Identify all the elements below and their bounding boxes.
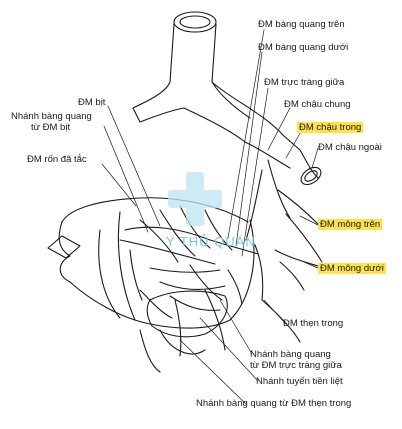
label-bang-quang-duoi: ĐM bàng quang dưới <box>258 42 348 53</box>
label-dm-bit: ĐM bịt <box>78 97 105 108</box>
label-mong-tren: ĐM mông trên <box>318 219 382 230</box>
label-nhanh-bq-bit-1: Nhánh bàng quang <box>11 111 92 122</box>
label-bang-quang-tren: ĐM bàng quang trên <box>258 19 345 30</box>
label-chau-trong: ĐM chậu trong <box>297 122 363 133</box>
label-chau-ngoai: ĐM chậu ngoài <box>318 142 382 153</box>
watermark-cross-icon <box>166 170 224 228</box>
label-nhanh-bq-bit-2: từ ĐM bịt <box>31 122 70 133</box>
label-nhanh-bq-then: Nhánh bàng quang từ ĐM thẹn trong <box>196 398 351 409</box>
label-ron-da-tac: ĐM rốn đã tắc <box>27 154 87 165</box>
label-tuyen-tien-liet: Nhánh tuyến tiền liệt <box>256 376 343 387</box>
label-truc-trang-giua: ĐM trực tràng giữa <box>264 77 344 88</box>
label-chau-chung: ĐM chậu chung <box>284 99 351 110</box>
label-mong-duoi: ĐM mông dưới <box>318 263 386 274</box>
label-nhanh-bq-tt-2: từ ĐM trực tràng giữa <box>250 360 342 371</box>
aorta-vessel <box>133 12 250 142</box>
label-nhanh-bq-tt-1: Nhánh bàng quang <box>250 349 331 360</box>
common-iliac-vessel <box>212 82 324 188</box>
label-then-trong: ĐM thẹn trong <box>283 318 343 329</box>
internal-iliac-branches <box>246 160 322 342</box>
watermark-text: Y THỦ QUÁN <box>166 234 256 249</box>
